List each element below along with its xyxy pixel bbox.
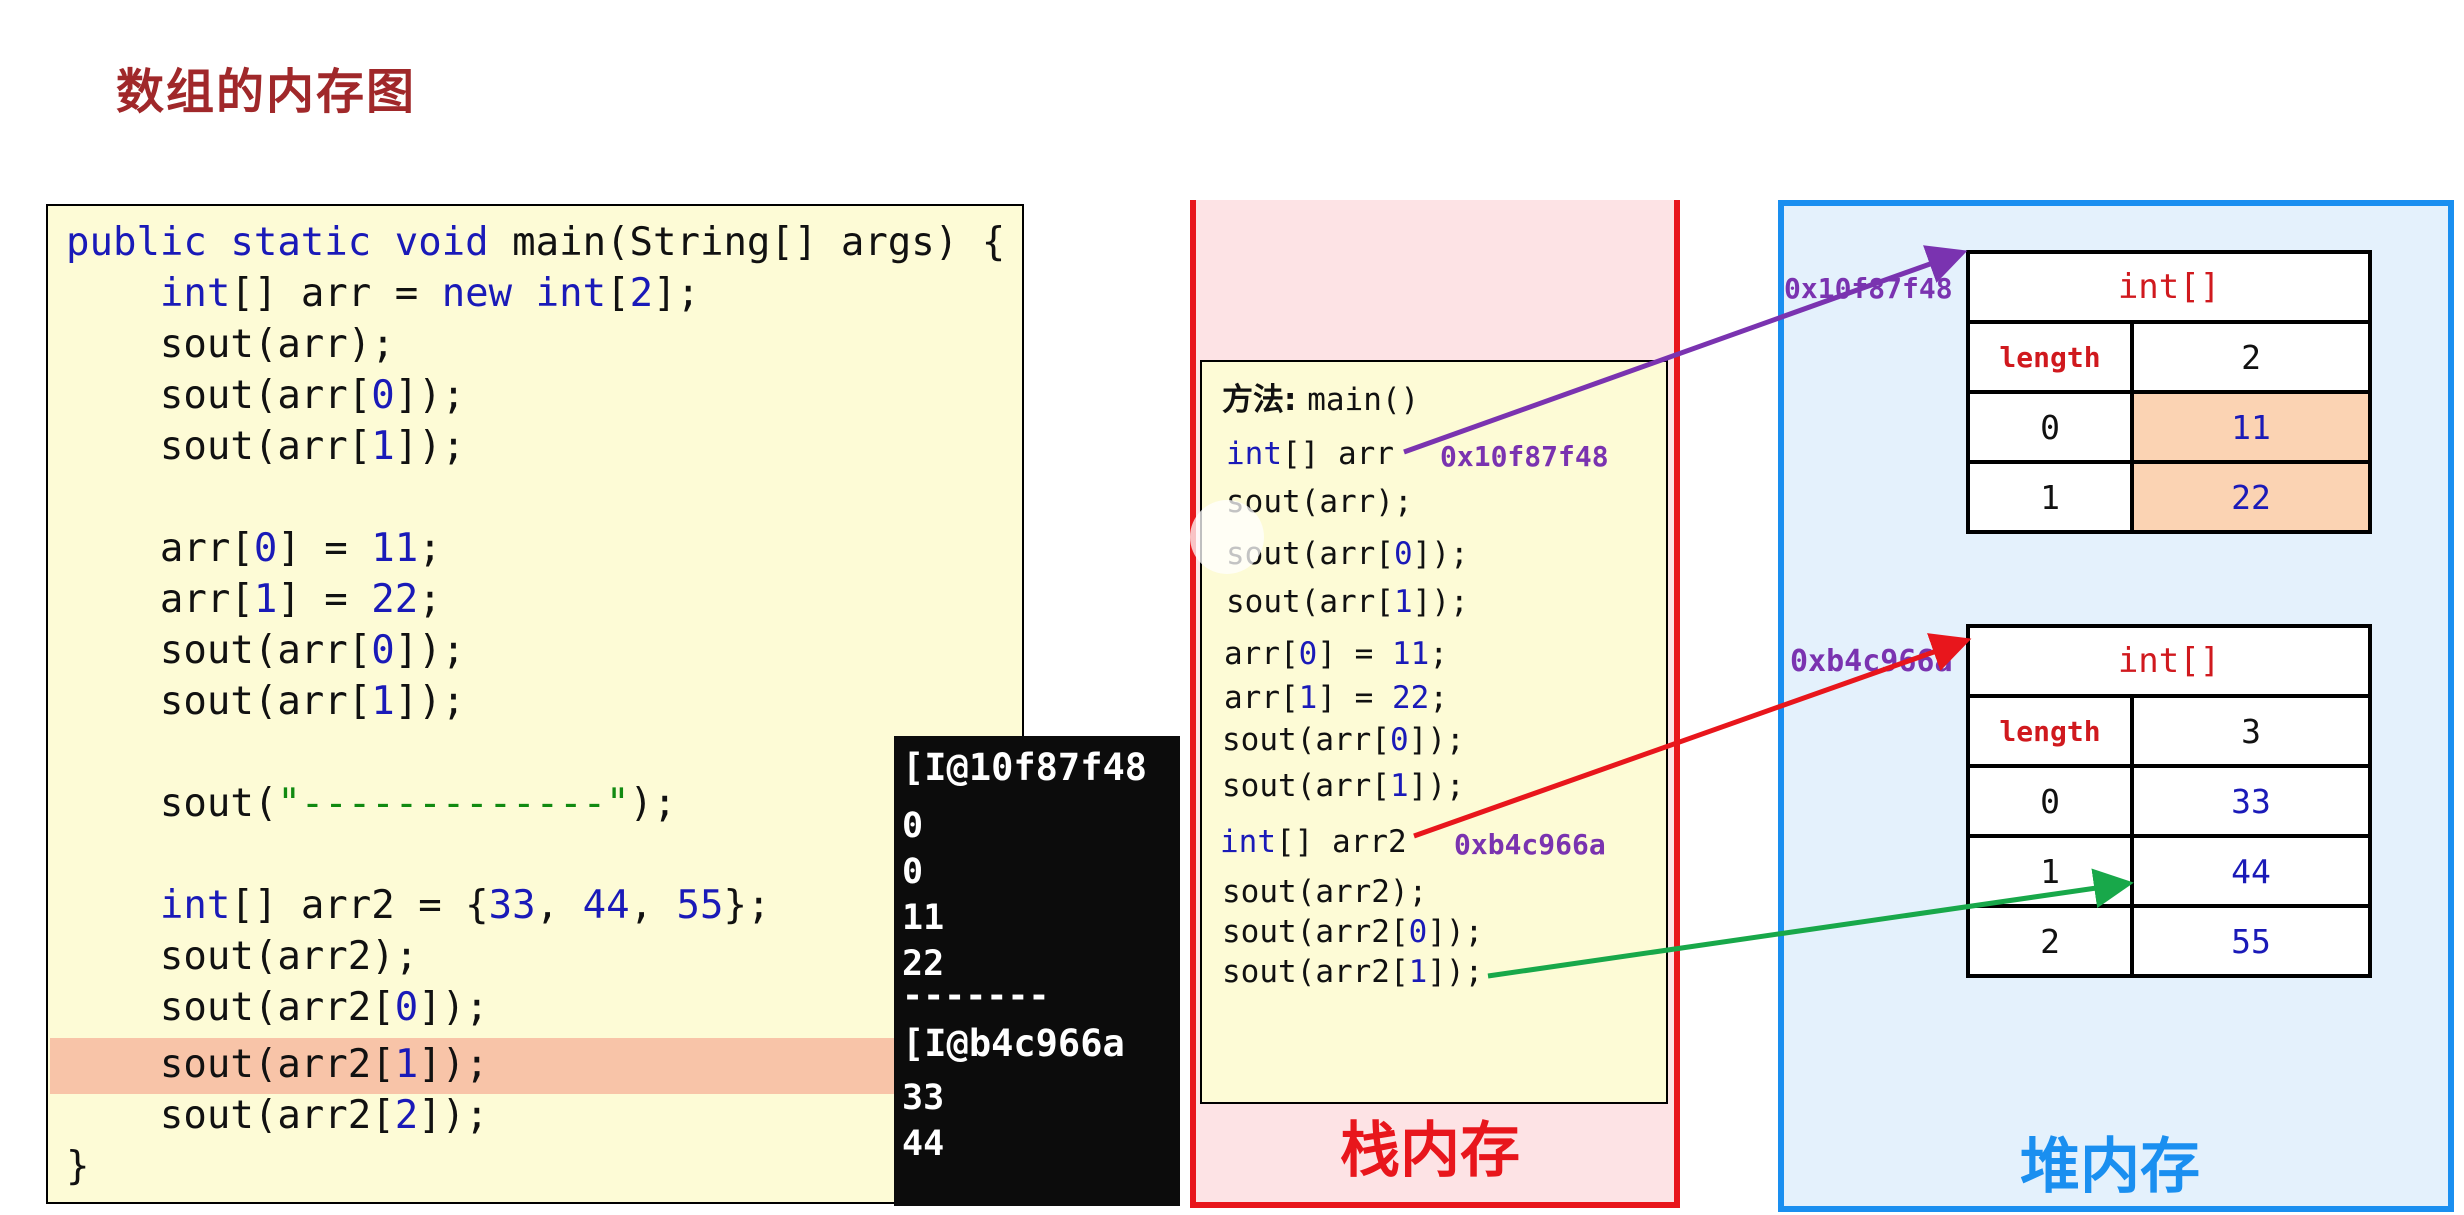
current-line-highlight xyxy=(50,1038,1024,1094)
array-index: 2 xyxy=(1966,904,2134,978)
page-title: 数组的内存图 xyxy=(116,64,417,120)
console-output: [I@10f87f48 0 0 11 22 ------- [I@b4c966a… xyxy=(894,736,1180,1206)
array-index: 1 xyxy=(1966,460,2134,534)
code-panel: public static void main(String[] args) {… xyxy=(46,204,1024,1204)
code-line: sout(arr2); xyxy=(66,934,419,979)
array-value: 44 xyxy=(2130,834,2372,908)
stack-line: sout(arr); xyxy=(1226,484,1413,520)
code-line: sout(arr[0]); xyxy=(66,628,466,673)
heap-memory-label: 堆内存 xyxy=(2020,1132,2200,1202)
length-label: length xyxy=(1966,694,2134,768)
stack-line: sout(arr[0]); xyxy=(1222,722,1465,758)
length-label: length xyxy=(1966,320,2134,394)
array-value: 11 xyxy=(2130,390,2372,464)
arrow-arr-to-heap xyxy=(1403,245,1968,455)
code-line: sout(arr[1]); xyxy=(66,679,466,724)
array-index: 0 xyxy=(1966,764,2134,838)
stack-line: sout(arr[1]); xyxy=(1222,768,1465,804)
stack-var-arr2: int[] arr2 xyxy=(1220,824,1407,860)
stack-memory-label: 栈内存 xyxy=(1340,1116,1520,1186)
arrow-arr2-element xyxy=(1487,868,2134,979)
array-value: 55 xyxy=(2130,904,2372,978)
stack-line: sout(arr[1]); xyxy=(1226,584,1469,620)
play-button-overlay[interactable] xyxy=(1190,500,1264,574)
stack-line: arr[1] = 22; xyxy=(1224,680,1448,716)
array-type-label: int[] xyxy=(1966,250,2372,324)
array-type-label: int[] xyxy=(1966,624,2372,698)
console-line: 33 xyxy=(902,1078,945,1118)
code-line: sout(arr2[2]); xyxy=(66,1093,489,1138)
code-line: } xyxy=(66,1144,90,1189)
console-line: 11 xyxy=(902,898,945,938)
array-value: 33 xyxy=(2130,764,2372,838)
arrow-arr2-to-heap xyxy=(1413,633,1972,839)
array-index: 0 xyxy=(1966,390,2134,464)
method-label: 方法: main() xyxy=(1222,382,1420,418)
stack-address-arr2: 0xb4c966a xyxy=(1454,828,1606,861)
stack-line: arr[0] = 11; xyxy=(1224,636,1448,672)
code-line: arr[1] = 22; xyxy=(66,577,442,622)
length-value: 3 xyxy=(2130,694,2372,768)
console-line: 44 xyxy=(902,1124,945,1164)
code-line: sout(arr[1]); xyxy=(66,424,466,469)
length-value: 2 xyxy=(2130,320,2372,394)
code-line: sout(arr[0]); xyxy=(66,373,466,418)
stack-address-arr: 0x10f87f48 xyxy=(1440,440,1609,473)
code-line: sout("-------------"); xyxy=(66,781,677,826)
console-line: [I@b4c966a xyxy=(902,1022,1125,1065)
code-line: int[] arr = new int[2]; xyxy=(159,271,701,316)
array-value: 22 xyxy=(2130,460,2372,534)
code-line: sout(arr2[0]); xyxy=(66,985,489,1030)
stack-var-arr: int[] arr xyxy=(1226,436,1394,472)
stack-line: sout(arr2[1]); xyxy=(1222,954,1484,990)
stack-line: sout(arr2); xyxy=(1222,874,1428,910)
method-frame-main xyxy=(1200,360,1668,1104)
console-line: 0 xyxy=(902,852,924,892)
code-line: arr[0] = 11; xyxy=(66,526,442,571)
console-line: [I@10f87f48 xyxy=(902,746,1148,789)
code-line-highlighted: sout(arr2[1]); xyxy=(66,1042,489,1087)
code-line: sout(arr); xyxy=(66,322,395,367)
console-line: 0 xyxy=(902,806,924,846)
console-line: ------- xyxy=(902,976,1050,1016)
code-line: int[] arr2 = {33, 44, 55}; xyxy=(159,883,771,928)
code-line: public static void main(String[] args) { xyxy=(66,220,1006,265)
stack-line: sout(arr2[0]); xyxy=(1222,914,1484,950)
console-line: 22 xyxy=(902,944,945,984)
